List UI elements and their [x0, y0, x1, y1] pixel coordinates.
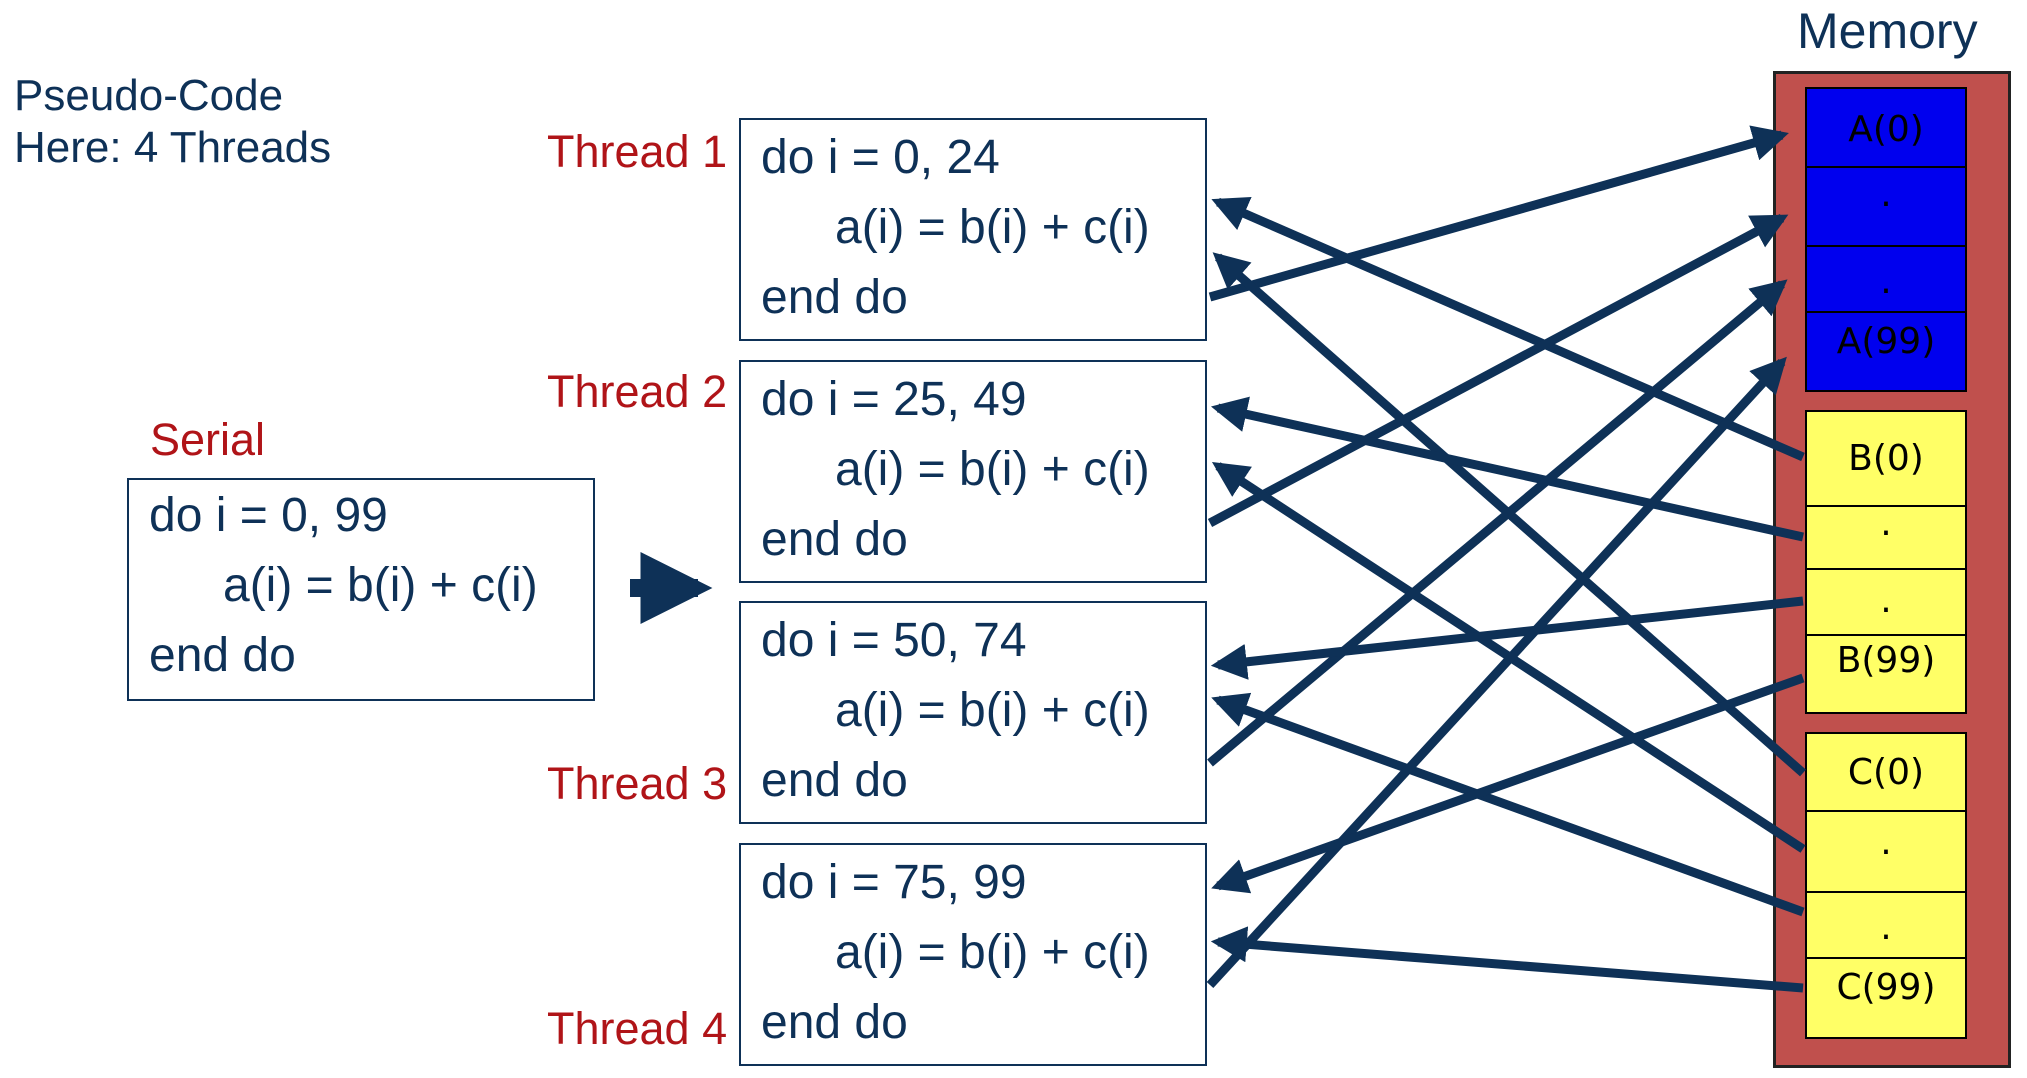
- thread-1-code-line-1: do i = 0, 24: [761, 131, 1000, 184]
- memory-cell-c-dots-1-label: .: [1880, 822, 1892, 863]
- thread-4-label: Thread 4: [547, 1003, 728, 1054]
- memory-title: Memory: [1797, 3, 1978, 59]
- thread-2-read-b-arrow: [1210, 396, 1804, 542]
- memory-cell-a99-label: A(99): [1836, 321, 1936, 362]
- memory-cell-a-dots-1: .: [1805, 168, 1967, 247]
- thread-4-code-line-2: a(i) = b(i) + c(i): [835, 926, 1150, 979]
- thread-1-code-box: do i = 0, 24 a(i) = b(i) + c(i) end do: [739, 118, 1207, 341]
- memory-cell-b-dots-1: .: [1805, 503, 1967, 570]
- memory-cell-a99: A(99): [1805, 313, 1967, 392]
- memory-cell-b-dots-1-label: .: [1880, 503, 1892, 544]
- serial-code-line-2: a(i) = b(i) + c(i): [223, 559, 538, 612]
- thread-1-read-b-arrow: [1211, 197, 1805, 462]
- thread-3-code-line-2: a(i) = b(i) + c(i): [835, 684, 1150, 737]
- thread-3-read-b-arrow: [1210, 596, 1804, 680]
- thread-3-read-c-arrow: [1211, 692, 1805, 917]
- thread-4-code-line-1: do i = 75, 99: [761, 856, 1027, 909]
- memory-cell-c0-label: C(0): [1847, 752, 1925, 793]
- thread-2-code-line-3: end do: [761, 513, 908, 566]
- thread-3-code-box: do i = 50, 74 a(i) = b(i) + c(i) end do: [739, 601, 1207, 824]
- serial-code-line-3: end do: [149, 629, 296, 682]
- memory-cell-c-dots-2-label: .: [1880, 907, 1892, 948]
- memory-cell-c-dots-1: .: [1805, 812, 1967, 893]
- memory-cell-b-dots-2: .: [1805, 570, 1967, 636]
- intro-line-2: Here: 4 Threads: [14, 123, 332, 172]
- thread-1-code-line-2: a(i) = b(i) + c(i): [835, 201, 1150, 254]
- thread-4-code-line-3: end do: [761, 996, 908, 1049]
- memory-cell-c0: C(0): [1805, 732, 1967, 812]
- serial-label: Serial: [150, 414, 266, 465]
- thread-4-read-c-arrow: [1210, 926, 1804, 993]
- memory-cell-a-dots-2: .: [1805, 247, 1967, 313]
- thread-2-label: Thread 2: [547, 366, 728, 417]
- memory-cell-c-dots-2: .: [1805, 893, 1967, 959]
- thread-2-write-a-arrow: [1207, 214, 1789, 527]
- thread-3-write-a-arrow: [1207, 279, 1788, 767]
- serial-code-line-1: do i = 0, 99: [149, 489, 388, 542]
- intro-line-1: Pseudo-Code: [14, 71, 284, 120]
- memory-cell-c99-label: C(99): [1836, 967, 1936, 1008]
- thread-3-label: Thread 3: [547, 758, 728, 809]
- memory-cell-b99-label: B(99): [1836, 640, 1936, 681]
- thread-4-read-b-arrow: [1211, 673, 1805, 894]
- thread-4-write-a-arrow: [1206, 356, 1787, 989]
- thread-1-code-line-3: end do: [761, 271, 908, 324]
- thread-1-write-a-arrow: [1208, 125, 1789, 302]
- thread-4-code-box: do i = 75, 99 a(i) = b(i) + c(i) end do: [739, 843, 1207, 1066]
- memory-cell-c99: C(99): [1805, 959, 1967, 1039]
- memory-cell-a-dots-2-label: .: [1880, 261, 1892, 302]
- thread-2-code-box: do i = 25, 49 a(i) = b(i) + c(i) end do: [739, 360, 1207, 583]
- memory-cell-b0: B(0): [1805, 410, 1967, 507]
- thread-2-code-line-1: do i = 25, 49: [761, 373, 1027, 426]
- intro-text: Pseudo-Code Here: 4 Threads: [14, 70, 331, 174]
- memory-cell-a0: A(0): [1805, 87, 1967, 168]
- memory-cell-a-dots-1-label: .: [1880, 174, 1892, 215]
- thread-1-label: Thread 1: [547, 126, 728, 177]
- memory-cell-a0-label: A(0): [1848, 109, 1924, 150]
- thread-3-code-line-3: end do: [761, 754, 908, 807]
- memory-cell-b99: B(99): [1805, 636, 1967, 714]
- thread-2-code-line-2: a(i) = b(i) + c(i): [835, 443, 1150, 496]
- memory-cell-b0-label: B(0): [1848, 438, 1924, 479]
- thread-3-code-line-1: do i = 50, 74: [761, 614, 1027, 667]
- memory-cell-b-dots-2-label: .: [1880, 580, 1892, 621]
- serial-code-box: do i = 0, 99 a(i) = b(i) + c(i) end do: [127, 478, 595, 701]
